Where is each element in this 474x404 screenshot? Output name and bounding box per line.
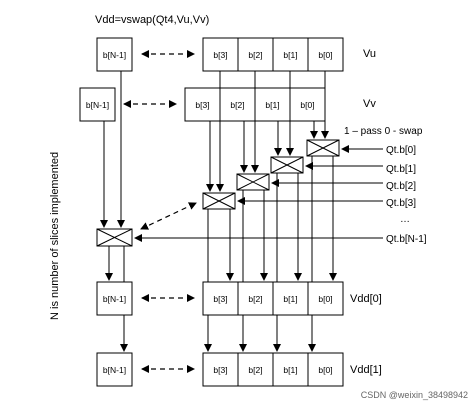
vdd0-cell-b1 [272, 281, 309, 316]
vdd0-row: b[N-1] b[3] b[2] b[1] b[0] Vdd[0] [96, 281, 382, 316]
vdd1-cell-b0-label: b[0] [318, 365, 332, 375]
vu-cell-b3-label: b[3] [213, 50, 227, 60]
qt-bn1-label: Qt.b[N-1] [386, 234, 427, 245]
qt-b1-label: Qt.b[1] [386, 164, 416, 175]
vdd0-cell-b2-label: b[2] [248, 294, 262, 304]
qt-b2-label: Qt.b[2] [386, 181, 416, 192]
vv-cell-b0-label: b[0] [300, 100, 314, 110]
vv-cell-b2-label: b[2] [230, 100, 244, 110]
vu-cell-b1-label: b[1] [283, 50, 297, 60]
vdd0-label: Vdd[0] [350, 293, 382, 305]
watermark: CSDN @weixin_38498942 [361, 390, 468, 400]
diagram-title: Vdd=vswap(Qt4,Vu,Vv) [95, 14, 209, 26]
vdd0-cell-b0 [307, 281, 344, 316]
qt-ellipsis: … [400, 214, 410, 225]
swap-legend: 1 – pass 0 - swap [344, 126, 423, 137]
slices-note: N is number of slices implemented [49, 152, 61, 320]
vdd1-cell-b1-label: b[1] [283, 365, 297, 375]
output-wiring [105, 156, 337, 352]
vdd0-cell-b3-label: b[3] [213, 294, 227, 304]
vdd1-row: b[N-1] b[3] b[2] b[1] b[0] Vdd[1] [96, 352, 382, 387]
vdd1-cell-b2-label: b[2] [248, 365, 262, 375]
vv-cell-bn1 [79, 87, 116, 122]
vdd0-cell-bn1-label: b[N-1] [103, 294, 126, 304]
vdd1-cell-b0 [307, 352, 344, 387]
vdd1-label: Vdd[1] [350, 364, 382, 376]
vdd1-cell-bn1-label: b[N-1] [103, 365, 126, 375]
vu-label: Vu [363, 48, 376, 60]
vdd1-cell-b3 [202, 352, 239, 387]
vdd0-cell-b2 [237, 281, 274, 316]
vdd1-cell-b2 [237, 352, 274, 387]
vu-row: b[N-1] b[3] b[2] b[1] b[0] Vu [96, 37, 376, 72]
vu-cell-bn1-label: b[N-1] [103, 50, 126, 60]
vdd1-cell-bn1 [96, 352, 133, 387]
vu-cell-b3 [202, 37, 239, 72]
vv-cell-b1-label: b[1] [265, 100, 279, 110]
vdd1-cell-b3-label: b[3] [213, 365, 227, 375]
vv-label: Vv [363, 98, 376, 110]
vv-row: b[N-1] b[3] b[2] b[1] b[0] Vv [79, 87, 376, 122]
qt-control-arrows [134, 145, 383, 242]
vu-cell-b2-label: b[2] [248, 50, 262, 60]
input-wiring [100, 71, 329, 228]
vdd0-cell-bn1 [96, 281, 133, 316]
qt-b3-label: Qt.b[3] [386, 198, 416, 209]
vu-cell-b0-label: b[0] [318, 50, 332, 60]
vu-cell-bn1 [96, 37, 133, 72]
vv-cell-b3-label: b[3] [195, 100, 209, 110]
vv-cell-b3 [184, 87, 221, 122]
vdd0-cell-b3 [202, 281, 239, 316]
vdd0-cell-b1-label: b[1] [283, 294, 297, 304]
swap-muxes [96, 139, 340, 247]
qt-b0-label: Qt.b[0] [386, 145, 416, 156]
mux-ellipsis-arrow [140, 202, 197, 230]
vdd0-cell-b0-label: b[0] [318, 294, 332, 304]
vv-cell-bn1-label: b[N-1] [86, 100, 109, 110]
